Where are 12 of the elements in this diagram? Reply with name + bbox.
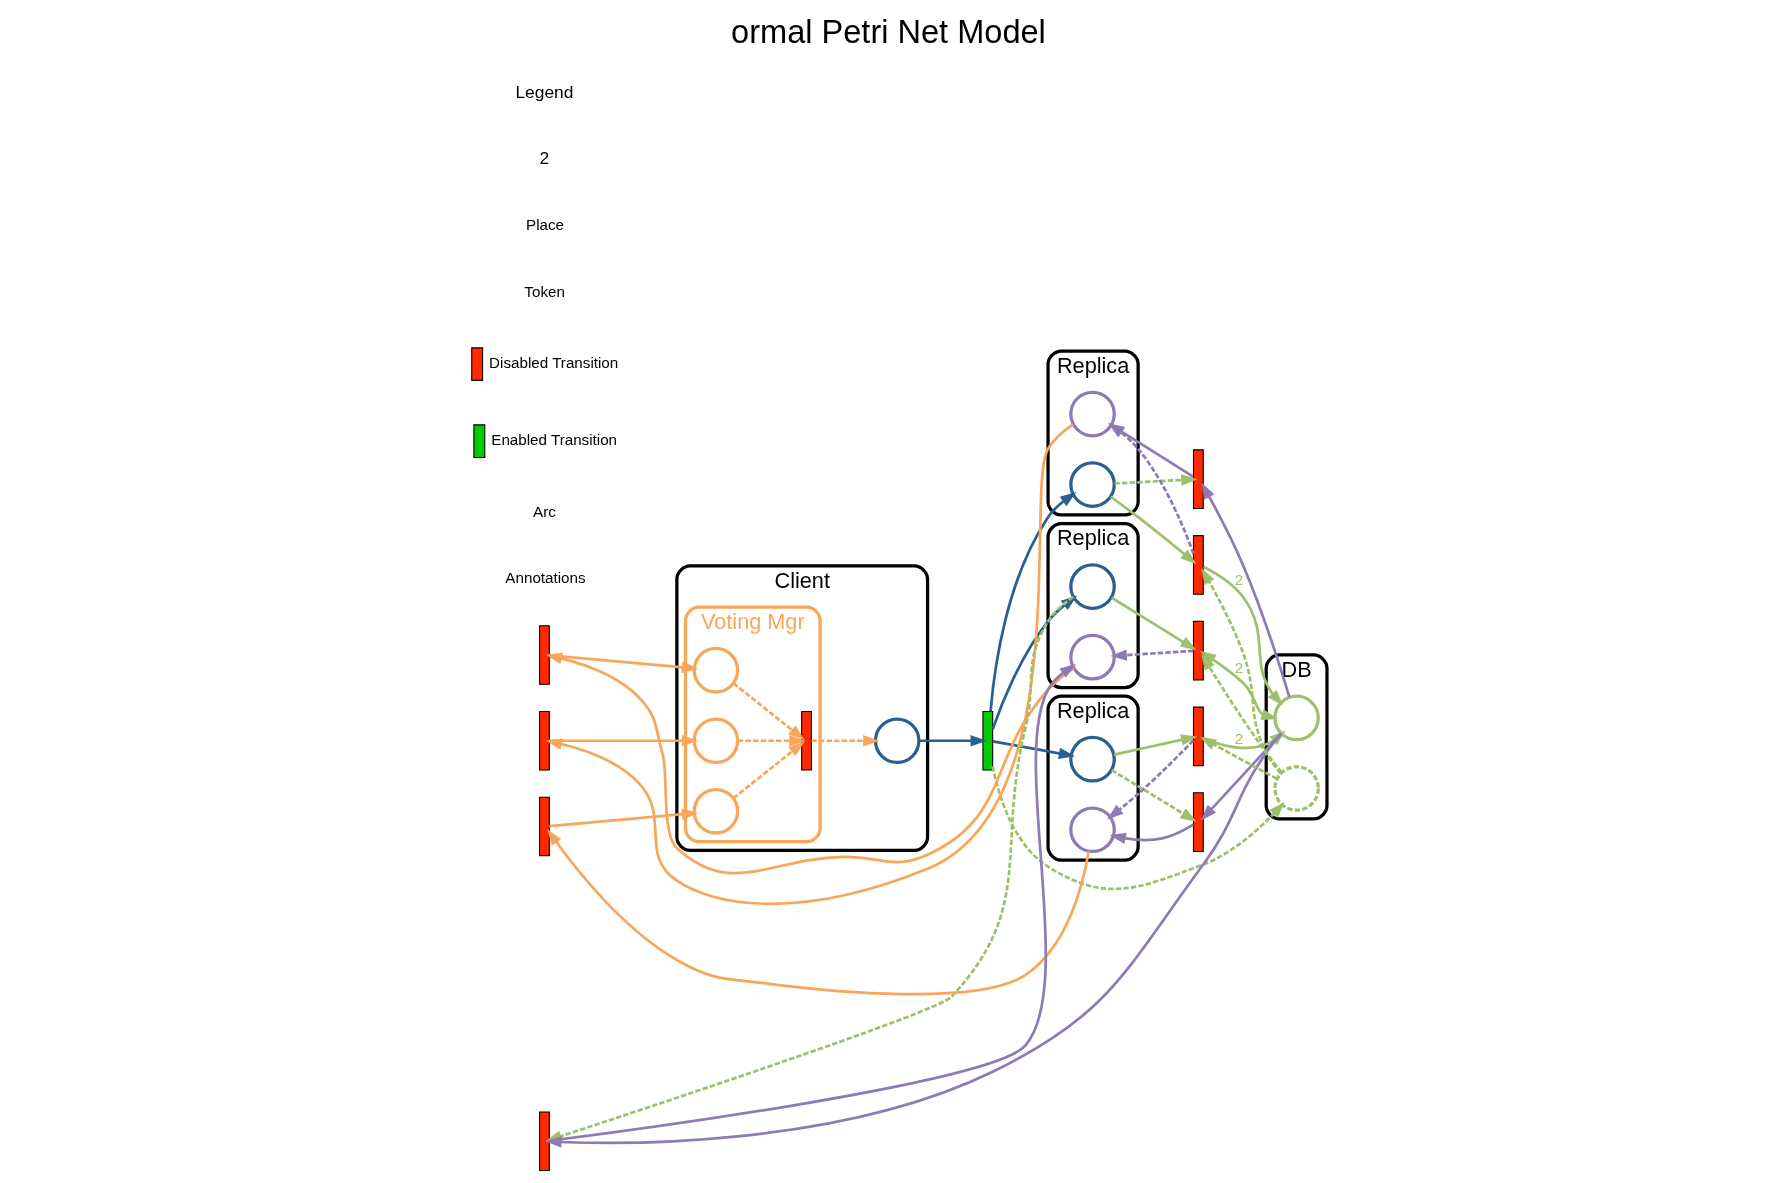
legend-label: Annotations: [505, 569, 586, 587]
label: Legend: [515, 82, 574, 102]
legend-label: Arc: [533, 502, 556, 520]
legend-label: Enabled Transition: [491, 431, 618, 449]
label: 2: [539, 148, 550, 169]
edge-label: 2: [1234, 658, 1244, 676]
legend-label: Disabled Transition: [489, 354, 619, 372]
legend-label: Token: [524, 282, 565, 300]
edge-label: 2: [1234, 730, 1244, 748]
legend-label: Place: [526, 216, 564, 234]
diagram-title: ormal Petri Net Model: [731, 13, 1046, 50]
edge-label: 2: [1234, 570, 1244, 588]
